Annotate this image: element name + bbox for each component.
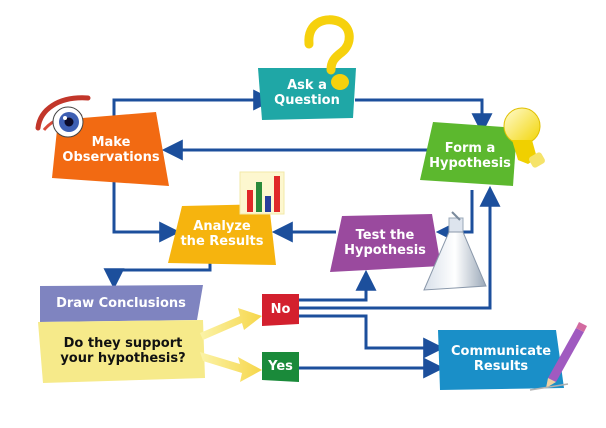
arrow-no-to-form — [298, 185, 501, 310]
analyze-results-shape — [168, 204, 276, 265]
question-bubble-shape — [38, 320, 205, 383]
light-bulb-icon — [503, 107, 545, 168]
draw-conclusions-shape — [40, 285, 203, 322]
yes-label: Yes — [268, 359, 293, 375]
arrow-analyze-to-draw — [103, 262, 212, 290]
question-line2: your hypothesis? — [60, 351, 186, 366]
arrow-no-to-communicate — [298, 314, 445, 359]
make-observations-node: Make Observations — [56, 124, 166, 178]
form-hypothesis-line1: Form a — [444, 141, 496, 157]
test-hypothesis-shape — [330, 214, 441, 272]
make-observations-shape — [52, 112, 169, 186]
analyze-results-line2: the Results — [180, 234, 264, 249]
ask-question-line2: Question — [274, 93, 340, 108]
test-hypothesis-line1: Test the — [355, 228, 415, 244]
bar-chart-icon — [239, 171, 285, 215]
arrow-no-to-test — [298, 269, 377, 302]
make-observations-line2: Observations — [62, 150, 160, 165]
draw-conclusions-label: Draw Conclusions — [56, 295, 186, 311]
form-hypothesis-node: Form a Hypothesis — [424, 134, 516, 180]
test-hypothesis-line2: Hypothesis — [344, 243, 426, 258]
question-bubble-node: Do they support your hypothesis? — [44, 326, 202, 378]
no-box-shape — [262, 294, 299, 326]
yes-box-shape — [262, 352, 299, 382]
ask-question-node: Ask a Question — [262, 72, 352, 116]
communicate-results-shape — [438, 330, 564, 390]
decision-arrow-yes — [200, 352, 262, 382]
pencil-icon — [529, 322, 587, 391]
flask-icon — [423, 211, 487, 291]
arrow-ask-to-form — [355, 98, 493, 135]
no-label: No — [270, 301, 291, 317]
decision-arrow-no — [200, 308, 262, 340]
no-decision-node: No — [262, 296, 299, 324]
communicate-results-node: Communicate Results — [442, 334, 560, 386]
arrow-observe-to-analyze — [112, 178, 181, 243]
question-line1: Do they support — [63, 336, 183, 352]
form-hypothesis-line2: Hypothesis — [429, 156, 511, 171]
connectors — [103, 89, 501, 379]
ask-question-line1: Ask a — [287, 78, 327, 94]
arrow-observe-to-ask — [112, 89, 275, 118]
analyze-results-line1: Analyze — [193, 219, 251, 235]
question-mark-icon — [304, 15, 354, 90]
yes-decision-node: Yes — [262, 354, 299, 381]
eye-icon — [35, 95, 91, 138]
make-observations-line1: Make — [91, 135, 131, 151]
test-hypothesis-node: Test the Hypothesis — [334, 220, 436, 268]
analyze-results-node: Analyze the Results — [172, 210, 272, 260]
communicate-results-line2: Results — [473, 359, 529, 374]
form-hypothesis-shape — [420, 122, 517, 186]
communicate-results-line1: Communicate — [450, 344, 552, 360]
draw-conclusions-node: Draw Conclusions — [42, 290, 200, 318]
